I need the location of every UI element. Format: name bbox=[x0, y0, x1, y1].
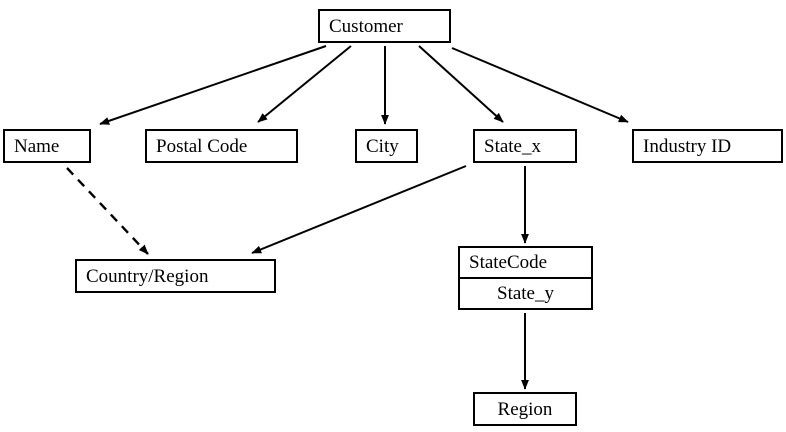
node-cell-statecode[interactable]: StateCode bbox=[460, 248, 591, 277]
edge-name-to-country-region bbox=[66, 167, 149, 255]
edge-customer-to-name bbox=[99, 45, 327, 125]
node-industry-id[interactable]: Industry ID bbox=[632, 129, 783, 163]
node-label-country-region: Country/Region bbox=[86, 265, 209, 287]
node-state-x[interactable]: State_x bbox=[473, 129, 577, 163]
node-cell-state-y[interactable]: State_y bbox=[460, 277, 591, 308]
edge-customer-to-industry-id bbox=[451, 47, 629, 123]
node-label-state-x: State_x bbox=[484, 135, 541, 157]
node-label-postal-code: Postal Code bbox=[156, 135, 248, 157]
node-city[interactable]: City bbox=[355, 129, 418, 163]
node-label-name: Name bbox=[14, 135, 60, 157]
node-label-state-y: State_y bbox=[497, 283, 554, 304]
node-label-industry-id: Industry ID bbox=[643, 135, 732, 157]
edges bbox=[66, 45, 629, 390]
node-label-region: Region bbox=[497, 398, 553, 420]
node-postal-code[interactable]: Postal Code bbox=[145, 129, 298, 163]
node-label-customer: Customer bbox=[329, 15, 403, 37]
node-name[interactable]: Name bbox=[3, 129, 91, 163]
edge-customer-to-postal-code bbox=[257, 45, 352, 123]
node-country-region[interactable]: Country/Region bbox=[75, 259, 276, 293]
edge-state-x-to-country-region bbox=[251, 165, 467, 254]
node-region[interactable]: Region bbox=[473, 392, 577, 426]
node-label-statecode: StateCode bbox=[469, 252, 548, 273]
node-customer[interactable]: Customer bbox=[318, 9, 451, 43]
edge-customer-to-state-x bbox=[418, 45, 504, 123]
node-label-city: City bbox=[366, 135, 399, 157]
